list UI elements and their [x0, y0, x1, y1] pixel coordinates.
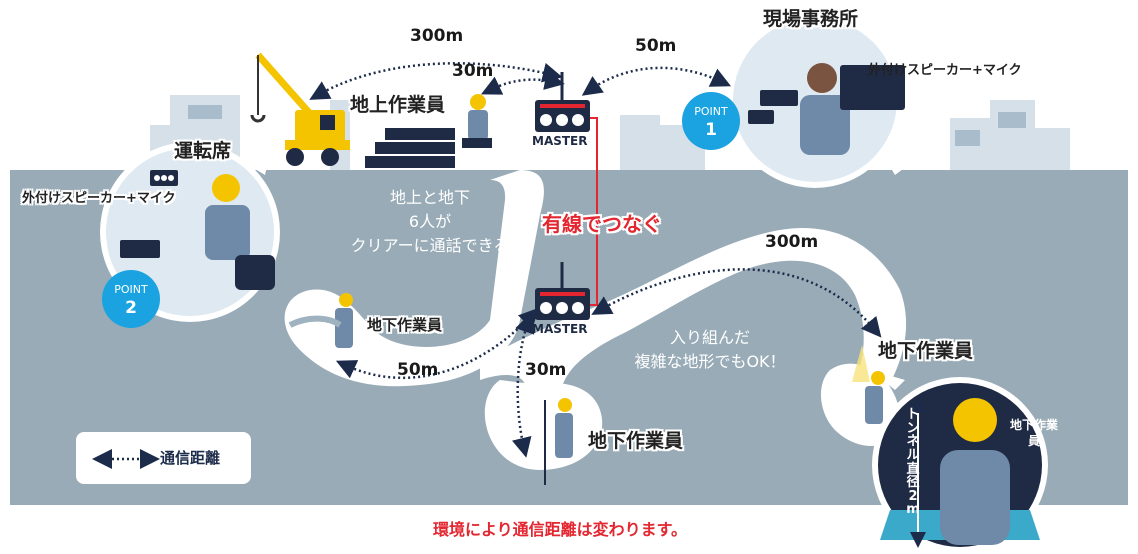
worker-ground — [462, 94, 492, 148]
speaker-device-right — [748, 90, 798, 124]
distance-label-50-top: 50m — [635, 36, 677, 56]
worker-tunnel — [940, 398, 1010, 545]
complex-line-1: 入り組んだ — [669, 328, 750, 347]
point-badge-2: POINT 2 — [102, 270, 160, 328]
complex-line-2: 複雑な地形でもOK！ — [634, 352, 786, 371]
crane — [250, 52, 350, 166]
master-top-label: MASTER — [532, 134, 588, 148]
speaker-label-left: 外付けスピーカー+マイク — [22, 191, 176, 206]
operator-figure — [205, 174, 275, 290]
office-label: 現場事務所 — [763, 8, 859, 30]
distance-label-30-top: 30m — [452, 61, 494, 81]
city-skyline — [150, 95, 1070, 170]
speaker-device-left — [120, 170, 178, 258]
tunnel-worker-label: 地下作業員 — [1010, 418, 1059, 448]
point-badge-1-label: POINT — [694, 105, 728, 118]
six-people-line-2: 6人が — [408, 212, 452, 231]
underground-worker-right-label: 地下作業員 — [878, 340, 974, 362]
ground-worker-label: 地上作業員 — [350, 94, 446, 116]
operator-seat-label: 運転席 — [174, 140, 232, 162]
building-windows — [188, 105, 1026, 146]
point-badge-1-number: 1 — [705, 120, 717, 140]
underground-worker-left-label: 地下作業員 — [367, 316, 443, 334]
footer-note: 環境により通信距離は変わります。 — [432, 520, 688, 539]
point-badge-1: POINT 1 — [682, 92, 740, 150]
legend-label: 通信距離 — [160, 449, 221, 467]
worker-underground-right — [852, 345, 885, 424]
point-badge-2-number: 2 — [125, 298, 137, 318]
office-worker-figure — [800, 63, 905, 155]
distance-label-50-left: 50m — [397, 360, 439, 380]
master-bottom-label: MASTER — [532, 322, 588, 336]
worker-underground-mid — [544, 398, 573, 485]
steel-slabs — [365, 128, 455, 168]
speaker-label-right: 外付けスピーカー+マイク — [868, 63, 1022, 78]
distance-label-300-top: 300m — [410, 26, 464, 46]
underground-worker-mid-label: 地下作業員 — [588, 430, 684, 452]
wired-message: 有線でつなぐ — [542, 212, 662, 236]
tunnel-diameter-label: トンネル直径2m — [906, 407, 920, 518]
six-people-line-3: クリアーに通話できる — [350, 236, 510, 255]
master-device-top — [535, 72, 590, 132]
distance-label-300-right: 300m — [765, 232, 819, 252]
distance-arrows — [309, 62, 882, 458]
point-badge-2-label: POINT — [114, 283, 148, 296]
distance-label-30-mid: 30m — [525, 360, 567, 380]
master-device-bottom — [535, 262, 590, 320]
six-people-line-1: 地上と地下 — [389, 188, 470, 207]
workers — [205, 63, 1010, 545]
